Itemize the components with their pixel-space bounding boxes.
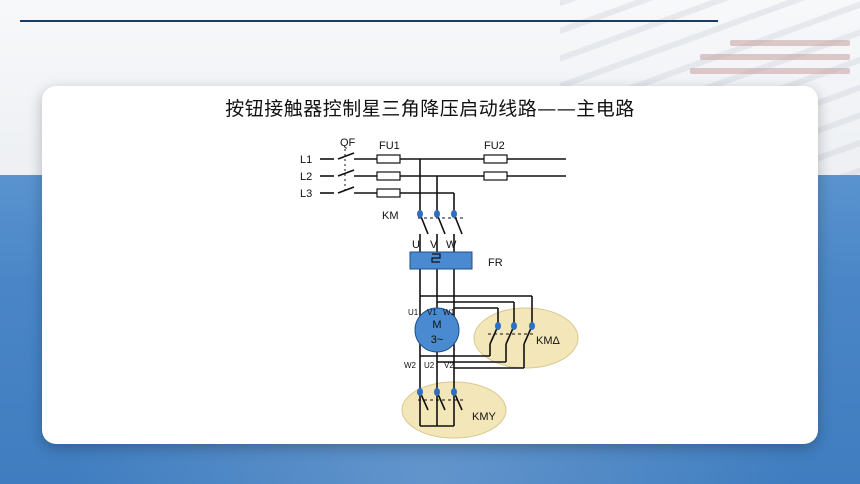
fuse-fu1-l2 <box>376 171 401 181</box>
thermal-relay-label: FR <box>488 257 503 269</box>
km-delta-label: KMΔ <box>536 335 561 347</box>
circuit-diagram: L1 L2 L3 QF FU1 FU2 KM U V W FR KMΔ KMY … <box>300 137 579 439</box>
terminal-u: U <box>412 239 420 251</box>
terminal-w: W <box>446 239 457 251</box>
line-label-l2: L2 <box>300 171 312 183</box>
motor-terminal-u2: U2 <box>424 361 435 370</box>
fuse2-label: FU2 <box>484 140 505 152</box>
motor-label: M <box>432 319 441 331</box>
motor-terminal-w2: W2 <box>404 361 417 370</box>
km-star-label: KMY <box>472 411 497 423</box>
motor-phase-label: 3~ <box>431 334 444 346</box>
slide-title: 按钮接触器控制星三角降压启动线路——主电路 <box>225 98 635 120</box>
fuse-fu2-l1 <box>483 154 508 164</box>
motor-terminal-u1: U1 <box>408 308 419 317</box>
line-label-l3: L3 <box>300 188 312 200</box>
line-label-l1: L1 <box>300 154 312 166</box>
background-decoration <box>690 40 860 100</box>
motor-terminal-v1: V1 <box>427 308 437 317</box>
contactor-km-label: KM <box>382 210 399 222</box>
fuse1-label: FU1 <box>379 140 400 152</box>
header-rule <box>20 20 718 22</box>
fuse-fu1-l1 <box>376 154 401 164</box>
thermal-relay-fr <box>409 251 473 270</box>
terminal-v: V <box>430 239 438 251</box>
motor-symbol <box>414 307 460 353</box>
fuse-fu2-l2 <box>483 171 508 181</box>
motor-terminal-w1: W1 <box>443 308 456 317</box>
breaker-label: QF <box>340 137 356 149</box>
motor-terminal-v2: V2 <box>444 361 454 370</box>
content-card: 按钮接触器控制星三角降压启动线路——主电路 <box>42 86 818 444</box>
fuse-fu1-l3 <box>376 188 401 198</box>
